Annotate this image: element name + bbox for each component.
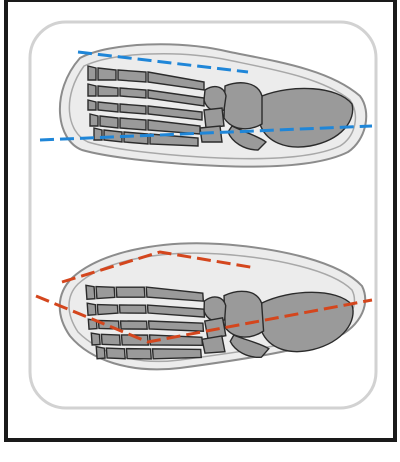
foot-alignment-diagram xyxy=(0,0,400,462)
figure-frame xyxy=(0,0,400,462)
